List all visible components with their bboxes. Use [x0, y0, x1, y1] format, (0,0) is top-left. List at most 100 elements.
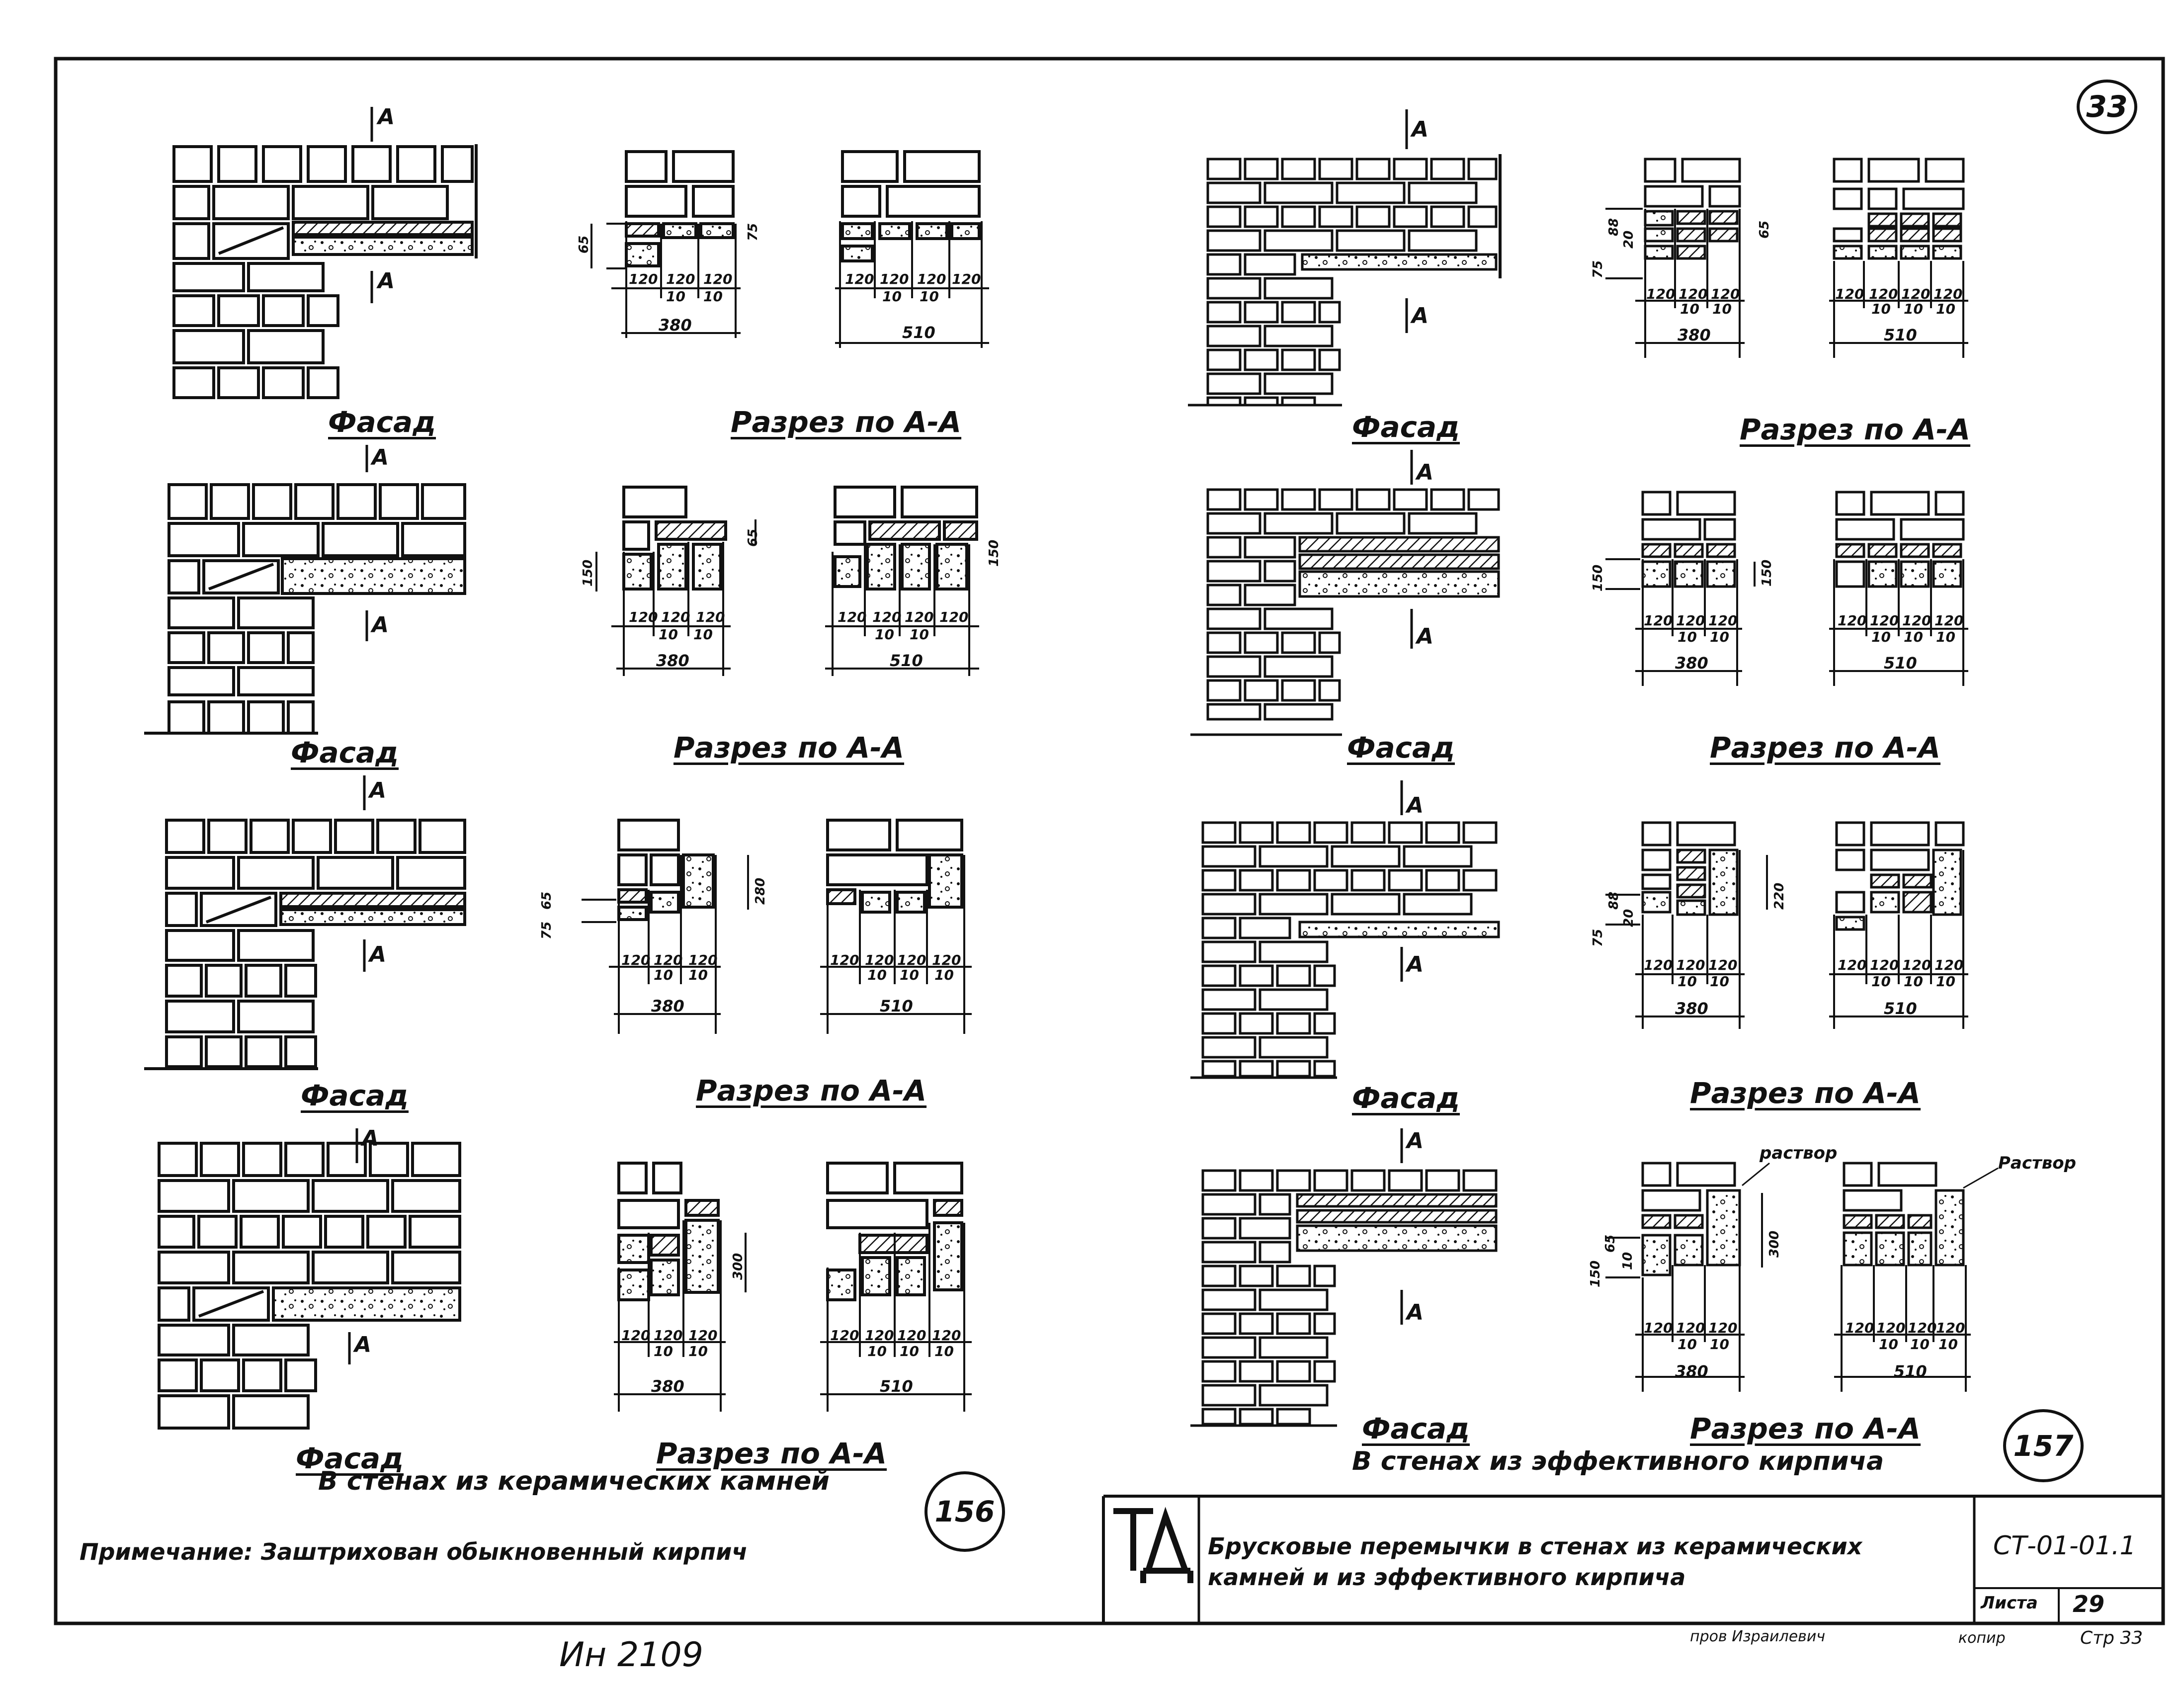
facade-caption: Фасад — [291, 736, 399, 769]
dim-label: 220 — [1772, 882, 1787, 910]
dim-label: 10 — [1871, 973, 1891, 990]
mortar-label: Раствор — [1998, 1153, 2076, 1173]
detail-number-badge: 156 — [924, 1471, 1005, 1552]
dim-label: 10 — [934, 967, 954, 983]
dim-label: 10 — [875, 626, 894, 643]
dim-label: 88 — [1606, 891, 1621, 910]
dim-label: 120 — [621, 952, 651, 968]
dim-label: 10 — [659, 626, 678, 643]
section-caption: Разрез по А-А — [1690, 1076, 1921, 1110]
dim-label: 120 — [845, 271, 874, 287]
facade-left-4 — [158, 1128, 461, 1430]
dim-label: 300 — [731, 1253, 746, 1280]
dim-label: 120 — [897, 1327, 926, 1344]
section-caption: Разрез по А-А — [696, 1074, 927, 1107]
dim-label: 10 — [867, 1343, 887, 1359]
section-right-3 — [1605, 821, 1768, 1029]
title-block-title: Брусковые перемычки в стенах из керамиче… — [1208, 1533, 1862, 1591]
section-left-3b — [820, 819, 972, 1034]
dim-label: 120 — [1711, 286, 1740, 302]
dim-label: 510 — [880, 997, 913, 1015]
dim-label: 65 — [539, 891, 554, 910]
dim-label: 120 — [1676, 1320, 1705, 1336]
dim-label: 150 — [1588, 1260, 1603, 1287]
section-mark: А — [372, 612, 389, 638]
dim-label: 120 — [905, 609, 934, 625]
section-caption: Разрез по А-А — [1690, 1412, 1921, 1445]
dim-label: 10 — [1871, 629, 1891, 645]
facade-caption: Фасад — [1347, 731, 1455, 764]
dim-label: 380 — [1675, 1362, 1708, 1381]
facade-caption: Фасад — [1362, 1412, 1470, 1445]
facade-right-4 — [1190, 1128, 1498, 1427]
dim-label: 380 — [656, 651, 689, 670]
dim-label: 10 — [666, 288, 685, 305]
facade-left-2 — [144, 445, 466, 735]
dim-label: 380 — [1675, 999, 1708, 1018]
dim-label: 10 — [1938, 1336, 1958, 1353]
title-block-code: СТ-01-01.1 — [1993, 1531, 2136, 1561]
section-right-4b — [1834, 1162, 1999, 1392]
dim-label: 120 — [629, 271, 658, 287]
dim-label: 10 — [703, 288, 723, 305]
dim-label: 120 — [939, 609, 969, 625]
facade-left-3 — [144, 775, 466, 1070]
dim-label: 88 — [1606, 218, 1621, 236]
dim-label: 120 — [1708, 1320, 1738, 1336]
dim-label: 120 — [654, 1327, 683, 1344]
dim-label: 20 — [1621, 230, 1636, 249]
dim-label: 65 — [1757, 220, 1772, 239]
facade-right-3 — [1190, 780, 1500, 1079]
detail-number-left: 156 — [934, 1495, 995, 1528]
dim-label: 120 — [897, 952, 926, 968]
dim-label: 120 — [1644, 1320, 1673, 1336]
dim-label: 280 — [753, 877, 768, 905]
dim-label: 120 — [1708, 957, 1738, 973]
section-mark: А — [369, 778, 387, 803]
dim-label: 120 — [1936, 1320, 1965, 1336]
dim-label: 10 — [693, 626, 713, 643]
dim-label: 120 — [1876, 1320, 1906, 1336]
dim-label: 120 — [688, 1327, 718, 1344]
dim-label: 10 — [920, 288, 939, 305]
td-logo-icon — [1113, 1507, 1193, 1583]
dim-label: 10 — [882, 288, 902, 305]
dim-label: 10 — [1936, 301, 1955, 317]
section-left-3 — [582, 819, 749, 1034]
section-mark: А — [1417, 460, 1434, 485]
dim-label: 150 — [1591, 564, 1605, 592]
section-mark: А — [1407, 793, 1424, 818]
section-mark: А — [378, 104, 395, 130]
dim-label: 120 — [1902, 957, 1932, 973]
dim-label: 10 — [1904, 629, 1923, 645]
title-block-sheet-label: Листа — [1981, 1593, 2038, 1613]
dim-label: 10 — [1936, 629, 1955, 645]
dim-label: 150 — [987, 539, 1002, 567]
detail-number-badge: 157 — [2003, 1409, 2084, 1482]
section-caption: Разрез по А-А — [673, 731, 905, 764]
dim-label: 120 — [661, 609, 690, 625]
dim-label: 120 — [1708, 612, 1738, 629]
section-mark: А — [354, 1332, 372, 1357]
section-mark: А — [378, 268, 395, 294]
dim-label: 10 — [1710, 1336, 1729, 1353]
dim-label: 10 — [1678, 973, 1697, 990]
dim-label: 120 — [629, 609, 658, 625]
dim-label: 120 — [1902, 612, 1932, 629]
section-mark: А — [372, 445, 389, 470]
dim-label: 65 — [577, 235, 591, 254]
section-right-1 — [1605, 158, 1745, 358]
dim-label: 10 — [1620, 1252, 1635, 1270]
dim-label: 120 — [703, 271, 733, 287]
dim-label: 10 — [1936, 973, 1955, 990]
left-group-caption: В стенах из керамических камней — [318, 1466, 830, 1496]
dim-label: 120 — [1845, 1320, 1874, 1336]
facade-caption: Фасад — [301, 1079, 409, 1112]
dim-label: 10 — [1710, 973, 1729, 990]
section-mark: А — [1412, 117, 1429, 142]
mortar-label: раствор — [1760, 1143, 1838, 1163]
dim-label: 10 — [900, 967, 919, 983]
title-block-sheet-value: 29 — [2073, 1591, 2105, 1617]
